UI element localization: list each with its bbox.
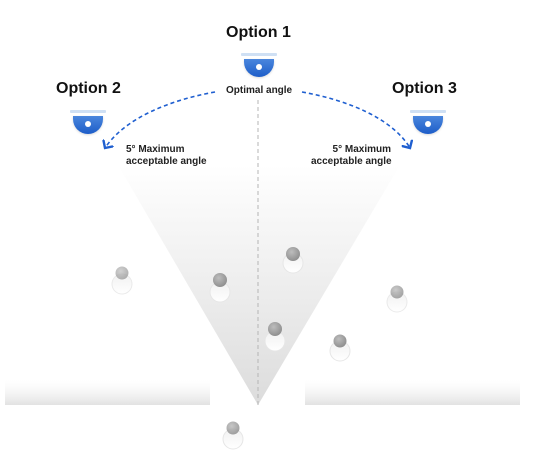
- person-icon: [282, 247, 304, 274]
- option-1-label: Option 1: [226, 24, 291, 41]
- max-angle-right-line2: acceptable angle: [311, 156, 392, 167]
- field-of-view-cone: [118, 165, 400, 405]
- option-3-label: Option 3: [392, 80, 457, 97]
- person-icon: [329, 334, 351, 362]
- floor-shadow-left: [5, 380, 210, 405]
- dashed-arrow-icon: [105, 91, 216, 148]
- person-icon: [209, 273, 231, 303]
- max-angle-right-line1: 5° Maximum: [332, 144, 391, 155]
- person-icon: [111, 266, 133, 295]
- floor-shadow-right: [305, 380, 520, 405]
- option-2-label: Option 2: [56, 80, 121, 97]
- max-angle-label-right: 5° Maximum acceptable angle: [311, 144, 392, 168]
- person-icon: [264, 322, 286, 352]
- person-icon: [222, 421, 244, 450]
- dashed-arrow-icon: [301, 91, 410, 148]
- max-angle-left-line2: acceptable angle: [126, 156, 207, 167]
- max-angle-label-left: 5° Maximum acceptable angle: [126, 144, 207, 168]
- camera-icon: [70, 110, 106, 136]
- person-icon: [386, 285, 408, 313]
- camera-icon: [410, 110, 446, 136]
- optimal-angle-label: Optimal angle: [226, 85, 293, 96]
- camera-icon: [241, 53, 277, 79]
- max-angle-left-line1: 5° Maximum: [126, 144, 185, 155]
